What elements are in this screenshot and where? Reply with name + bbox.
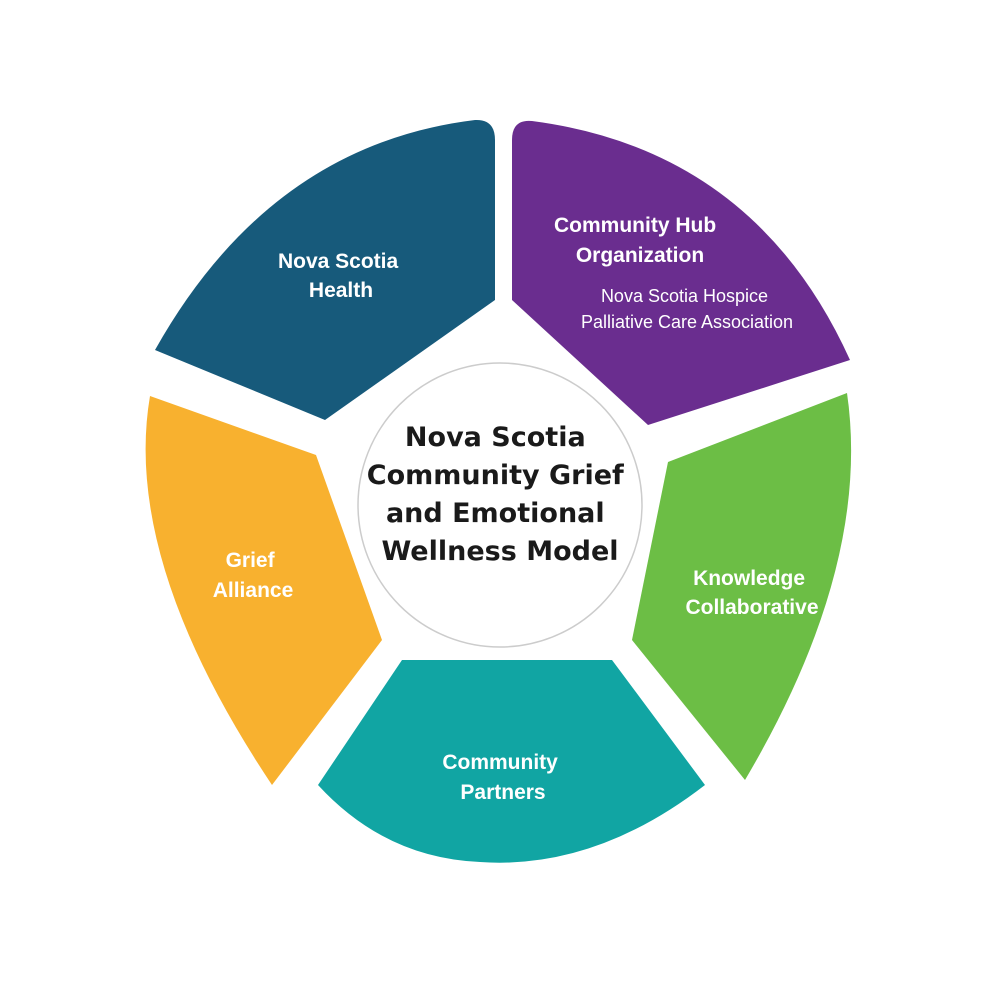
segment-title-community-hub: Community Hub Organization <box>554 214 722 267</box>
segment-title-line: Knowledge <box>693 567 805 590</box>
center-title-line: and Emotional <box>386 498 605 529</box>
segment-community-partners <box>318 660 705 863</box>
segment-title-line: Health <box>309 279 373 302</box>
segment-subtitle-line: Nova Scotia Hospice <box>601 286 768 306</box>
segment-title-line: Organization <box>576 244 704 267</box>
segment-title-line: Collaborative <box>685 596 818 619</box>
segment-title-line: Community Hub <box>554 214 716 237</box>
segment-title-grief-alliance: Grief Alliance <box>213 549 294 602</box>
segment-title-line: Nova Scotia <box>278 250 399 273</box>
segment-knowledge-collaborative <box>632 393 852 780</box>
segment-title-line: Alliance <box>213 579 294 602</box>
segment-subtitle-community-hub: Nova Scotia Hospice Palliative Care Asso… <box>581 286 793 332</box>
center-title-line: Nova Scotia <box>405 422 586 453</box>
segment-title-line: Partners <box>460 781 545 804</box>
segment-subtitle-line: Palliative Care Association <box>581 312 793 332</box>
segment-grief-alliance <box>145 396 382 785</box>
center-title: Nova Scotia Community Grief and Emotiona… <box>367 422 633 567</box>
segment-community-hub <box>512 120 850 426</box>
center-title-line: Community Grief <box>367 460 624 491</box>
segment-title-knowledge-collaborative: Knowledge Collaborative <box>685 567 818 619</box>
segment-title-line: Grief <box>226 549 276 572</box>
segment-title-community-partners: Community Partners <box>442 751 563 804</box>
segment-nova-scotia-health <box>155 119 495 421</box>
segment-title-line: Community <box>442 751 558 774</box>
center-circle <box>357 362 643 648</box>
segment-title-nova-scotia-health: Nova Scotia Health <box>278 250 404 302</box>
center-title-line: Wellness Model <box>381 536 618 567</box>
